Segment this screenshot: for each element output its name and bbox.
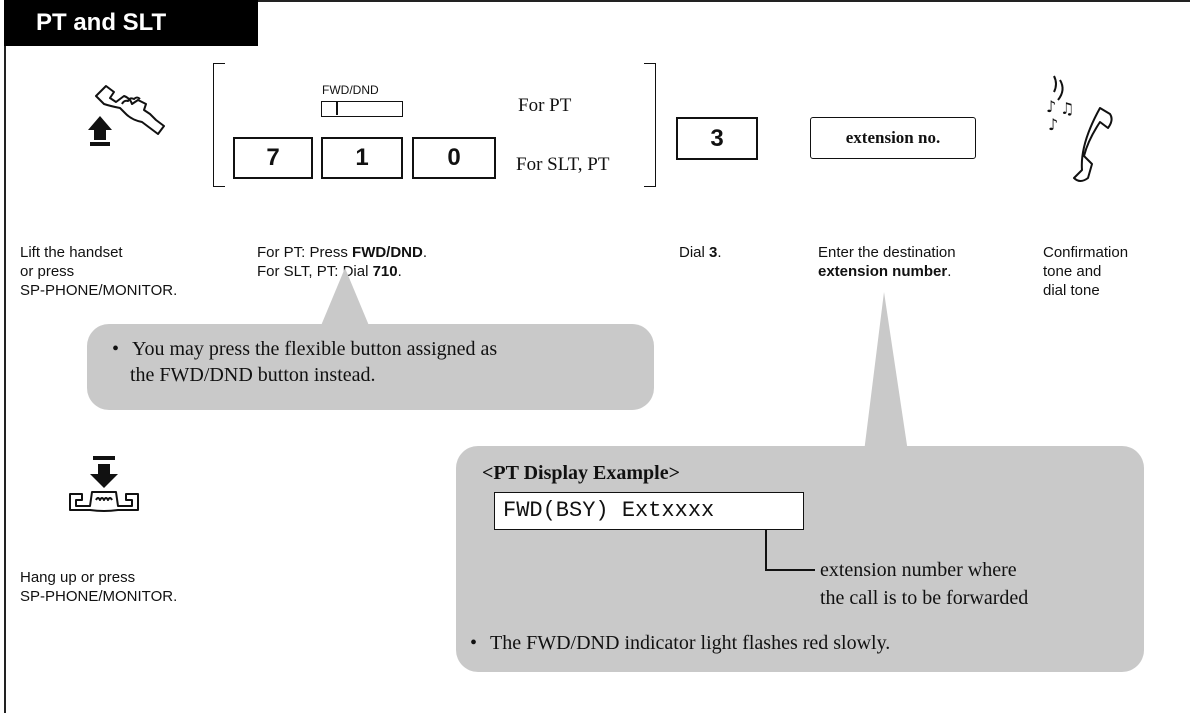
- for-pt-label: For PT: [518, 95, 572, 116]
- key-3[interactable]: 3: [676, 117, 758, 160]
- hang-up-caption: Hang up or press SP-PHONE/MONITOR.: [20, 569, 178, 605]
- leader-line-horizontal: [765, 569, 815, 571]
- for-slt-pt-label: For SLT, PT: [516, 154, 610, 175]
- confirmation-tone-caption: Confirmation tone and dial tone: [1043, 244, 1129, 299]
- confirmation-tone-icon: ♪ ♫ ♪: [1046, 75, 1113, 182]
- indicator-note: • The FWD/DND indicator light flashes re…: [470, 632, 891, 654]
- pt-display-example-panel: <PT Display Example> FWD(BSY) Extxxxx ex…: [456, 446, 1144, 672]
- svg-text:♫: ♫: [1060, 99, 1074, 118]
- dial-3-caption: Dial 3.: [679, 244, 722, 261]
- right-bracket: [644, 63, 656, 187]
- key-1[interactable]: 1: [321, 137, 403, 179]
- fwd-dnd-button[interactable]: [321, 101, 403, 117]
- key-0[interactable]: 0: [412, 137, 496, 179]
- flexible-button-note: • You may press the flexible button assi…: [87, 324, 654, 410]
- display-callout-pointer: [864, 292, 908, 452]
- display-note: extension number where the call is to be…: [820, 559, 1029, 609]
- lift-handset-icon: [88, 85, 165, 146]
- callout-pointer: [320, 268, 370, 328]
- hang-up-icon: [69, 456, 139, 512]
- extension-number-box: extension no.: [810, 117, 976, 159]
- display-heading: <PT Display Example>: [482, 462, 681, 484]
- lift-handset-caption: Lift the handset or press SP-PHONE/MONIT…: [20, 244, 178, 299]
- leader-line-vertical: [765, 530, 767, 570]
- svg-text:♪: ♪: [1048, 115, 1058, 134]
- page-frame: [4, 0, 1190, 713]
- fwd-dnd-label: FWD/DND: [322, 83, 379, 97]
- display-screen: FWD(BSY) Extxxxx: [494, 492, 804, 530]
- enter-extension-caption: Enter the destination extension number.: [818, 244, 956, 280]
- key-7[interactable]: 7: [233, 137, 313, 179]
- svg-text:♪: ♪: [1046, 97, 1056, 116]
- left-bracket: [213, 63, 225, 187]
- section-title: PT and SLT: [4, 0, 258, 46]
- press-fwd-dnd-caption: For PT: Press FWD/DND. For SLT, PT: Dial…: [257, 244, 428, 280]
